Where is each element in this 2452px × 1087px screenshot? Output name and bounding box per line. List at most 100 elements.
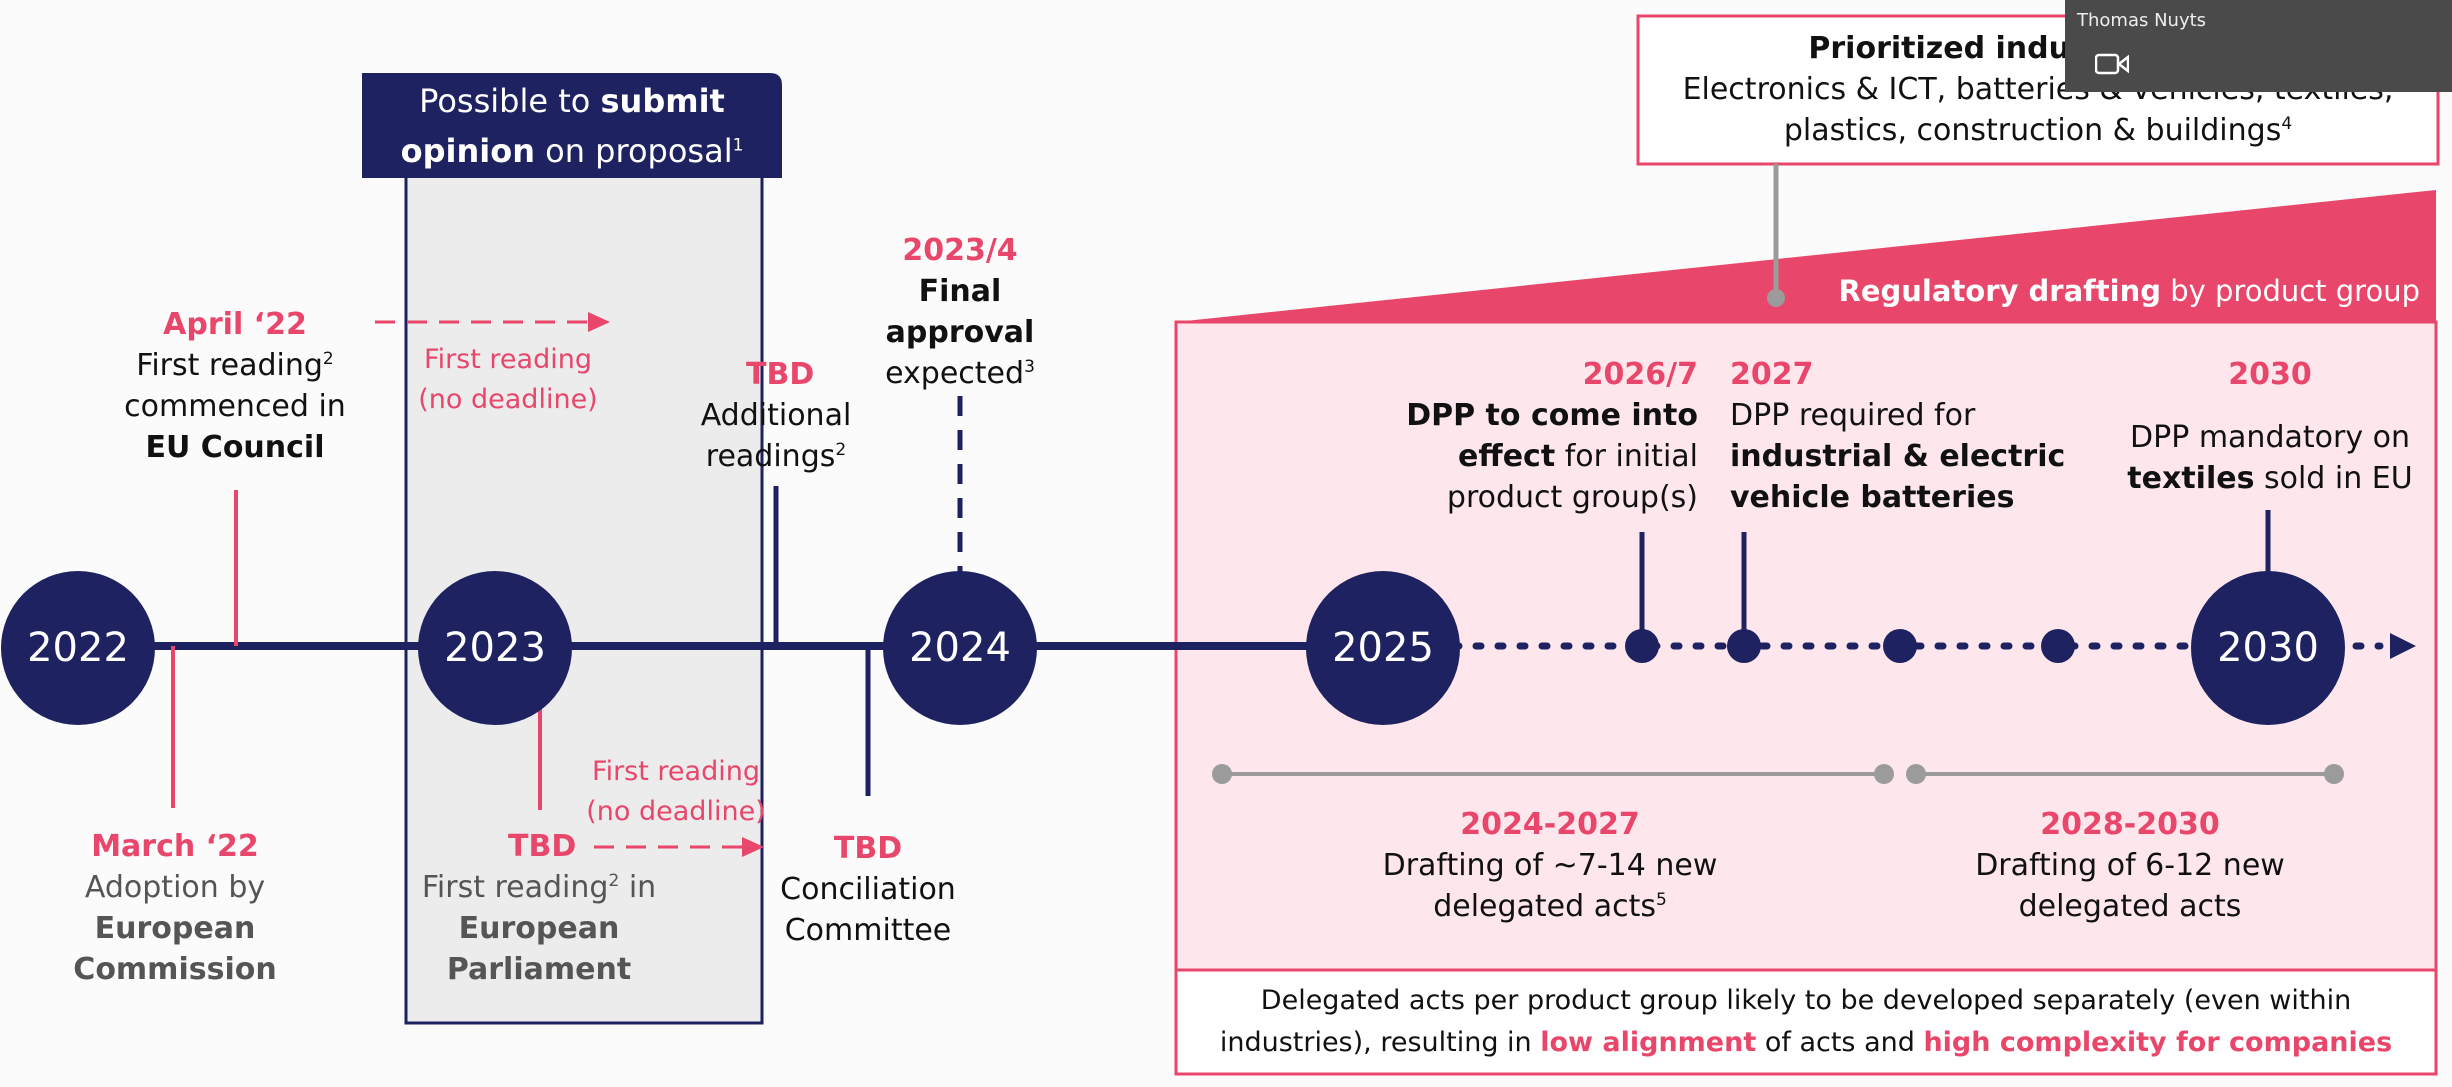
- opinion-tab: [362, 73, 782, 178]
- note-line2a: industries), resulting in: [1219, 1027, 1541, 1058]
- year-circle-2023: [418, 571, 572, 725]
- m2027-line3: vehicle batteries: [1730, 480, 2015, 515]
- d1-footnote: 5: [1655, 890, 1667, 910]
- ec-line2: European: [94, 911, 256, 946]
- final-date: 2023/4: [902, 233, 1018, 268]
- final-line2: expected: [885, 356, 1025, 391]
- connector-dot: [1767, 289, 1785, 307]
- final-approval-milestone: 2023/4 Final approval expected3: [840, 230, 1080, 394]
- additional-line1: Additional: [700, 398, 852, 433]
- dot-2028: [1883, 629, 1917, 663]
- council-reading-line2: (no deadline): [418, 384, 598, 415]
- parliament-line3: Parliament: [446, 952, 632, 987]
- additional-milestone: TBD Additional readings2: [684, 354, 868, 477]
- drafting1-label: 2024-2027 Drafting of ~7-14 new delegate…: [1360, 804, 1740, 927]
- council-line1: First reading: [136, 348, 323, 383]
- dot-2029: [2041, 629, 2075, 663]
- ec-line1: Adoption by: [84, 870, 266, 905]
- note-highlight-2: high complexity for companies: [1923, 1027, 2393, 1058]
- opinion-line1a: Possible to: [419, 82, 601, 120]
- note-box: [1174, 968, 2438, 1076]
- video-camera-icon[interactable]: [2095, 52, 2129, 76]
- opinion-footnote: 1: [732, 135, 744, 156]
- regulatory-rest: by product group: [2161, 274, 2420, 308]
- opinion-line1b: submit: [600, 82, 725, 120]
- prioritized-line2: plastics, construction & buildings: [1783, 113, 2282, 148]
- dot-2026: [1625, 629, 1659, 663]
- parliament-footnote: 2: [608, 871, 620, 891]
- video-tile[interactable]: Thomas Nuyts: [2065, 0, 2452, 92]
- m2026-date: 2026/7: [1582, 357, 1698, 392]
- parliament-line2: European: [458, 911, 620, 946]
- year-2030-label: 2030: [2217, 625, 2319, 671]
- conciliation-line1: Conciliation: [780, 872, 956, 907]
- m2026-line2a: effect: [1458, 439, 1556, 474]
- council-arrowhead: [588, 312, 610, 332]
- council-line3: EU Council: [145, 430, 325, 465]
- ec-date: March ‘22: [91, 829, 259, 864]
- opinion-line2b: on proposal: [534, 132, 733, 170]
- m2027-line2: industrial & electric: [1730, 439, 2066, 474]
- final-line1: Final approval: [885, 274, 1035, 350]
- additional-line2: readings: [705, 439, 836, 474]
- note-text: Delegated acts per product group likely …: [1180, 980, 2432, 1064]
- note-highlight-1: low alignment: [1540, 1027, 1757, 1058]
- dot-2027: [1727, 629, 1761, 663]
- note-line1: Delegated acts per product group likely …: [1260, 985, 2352, 1016]
- parliament-reading-line1: First reading: [592, 756, 760, 787]
- council-footnote: 2: [322, 349, 334, 369]
- ec-milestone: March ‘22 Adoption by European Commissio…: [40, 826, 310, 990]
- m2027-milestone: 2027 DPP required for industrial & elect…: [1730, 354, 2070, 518]
- year-circle-2025: [1306, 571, 1460, 725]
- d1-date: 2024-2027: [1460, 807, 1640, 842]
- council-reading-line1: First reading: [424, 344, 592, 375]
- conciliation-milestone: TBD Conciliation Committee: [766, 828, 970, 951]
- d2-line2: delegated acts: [2018, 889, 2242, 924]
- year-2023-label: 2023: [444, 625, 546, 671]
- range2-end-dot: [2324, 764, 2344, 784]
- d1-line2: delegated acts: [1433, 889, 1656, 924]
- m2027-date: 2027: [1730, 357, 1814, 392]
- m2027-line1: DPP required for: [1730, 398, 1976, 433]
- drafting2-label: 2028-2030 Drafting of 6-12 new delegated…: [1940, 804, 2320, 927]
- timeline-arrowhead: [2390, 633, 2416, 659]
- parliament-reading-label: First reading (no deadline): [568, 752, 784, 832]
- council-line2: commenced in: [124, 389, 346, 424]
- d2-line1: Drafting of 6-12 new: [1975, 848, 2285, 883]
- parliament-line1b: in: [619, 870, 657, 905]
- ec-line3: Commission: [73, 952, 277, 987]
- conciliation-date: TBD: [833, 831, 903, 866]
- year-2022-label: 2022: [27, 625, 129, 671]
- m2026-line2b: for initial: [1555, 439, 1698, 474]
- m2026-line1: DPP to come into: [1406, 398, 1698, 433]
- m2026-milestone: 2026/7 DPP to come into effect for initi…: [1402, 354, 1698, 518]
- year-circle-2024: [883, 571, 1037, 725]
- regulatory-label: Regulatory drafting by product group: [1700, 274, 2420, 308]
- council-date: April ‘22: [163, 307, 307, 342]
- m2030-line1: DPP mandatory on: [2130, 420, 2410, 455]
- d1-line1: Drafting of ~7-14 new: [1382, 848, 1718, 883]
- participant-name: Thomas Nuyts: [2077, 10, 2207, 31]
- note-line2b: of acts and: [1756, 1027, 1924, 1058]
- parliament-date: TBD: [508, 829, 577, 864]
- additional-footnote: 2: [835, 440, 847, 460]
- council-milestone: April ‘22 First reading2 commenced in EU…: [90, 304, 380, 468]
- parliament-arrowhead: [742, 837, 764, 857]
- range2-start-dot: [1906, 764, 1926, 784]
- m2026-line3: product group(s): [1446, 480, 1698, 515]
- m2030-date: 2030: [2228, 357, 2312, 392]
- m2030-milestone: 2030 DPP mandatory on textiles sold in E…: [2110, 354, 2430, 499]
- year-circle-2022: [1, 571, 155, 725]
- year-2025-label: 2025: [1332, 625, 1434, 671]
- range1-end-dot: [1874, 764, 1894, 784]
- council-reading-label: First reading (no deadline): [388, 340, 628, 420]
- regulatory-wedge: [1176, 190, 2436, 322]
- parliament-milestone: TBD First reading2 in European Parliamen…: [404, 826, 674, 990]
- m2030-line2b: sold in EU: [2254, 461, 2413, 496]
- additional-date: TBD: [746, 357, 815, 392]
- year-2024-label: 2024: [909, 625, 1011, 671]
- prioritized-footnote: 4: [2281, 114, 2293, 134]
- d2-date: 2028-2030: [2040, 807, 2220, 842]
